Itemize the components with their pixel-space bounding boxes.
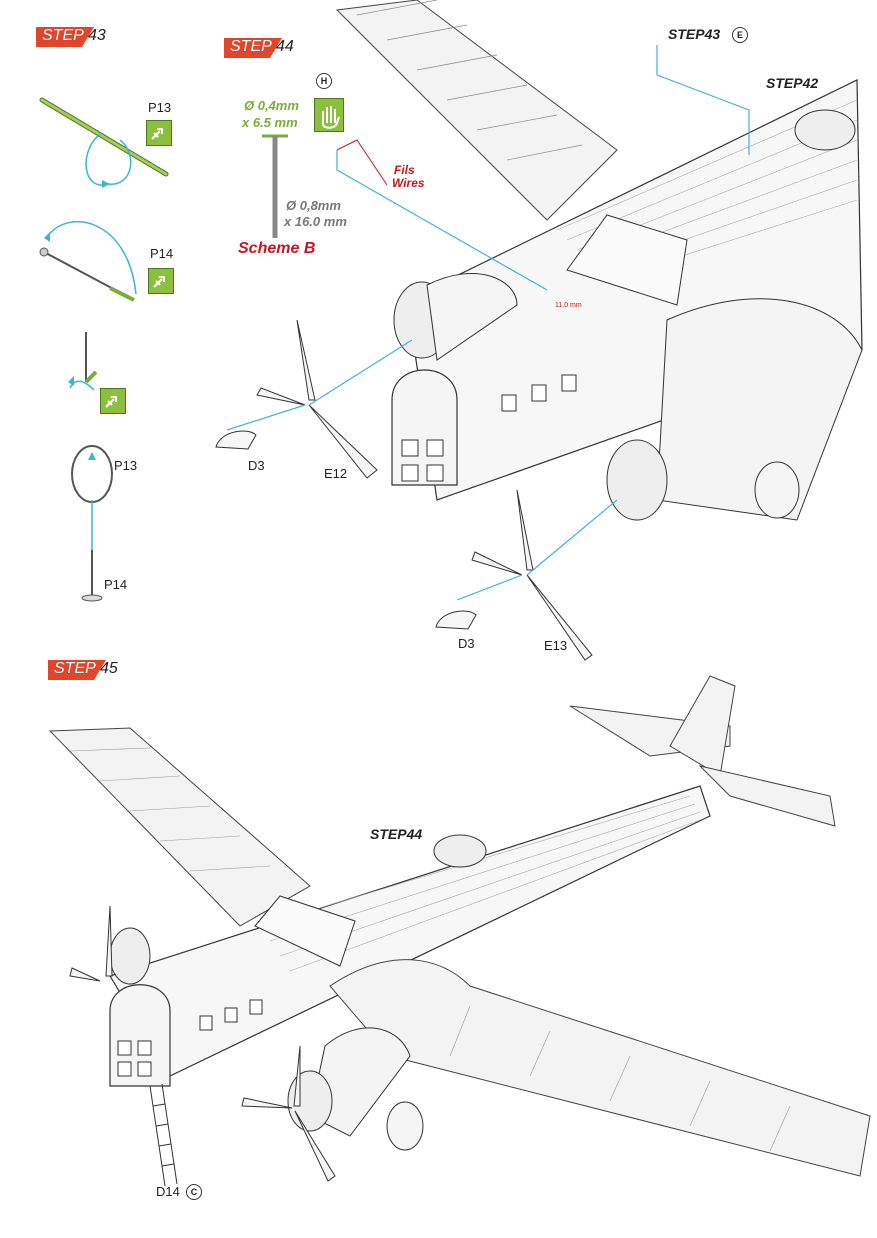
ring-assembly-diagram: [71, 445, 113, 602]
step-label: STEP: [42, 27, 84, 44]
part-label-p14: P14: [104, 577, 128, 592]
photoetch-bar-p13: [39, 97, 169, 188]
step-44-header: STEP 44: [224, 38, 314, 58]
step-flag-icon: [224, 38, 282, 58]
part-label-p14: P14: [150, 246, 174, 261]
part-label-e13: E13: [544, 638, 568, 653]
part-label-d3: D3: [458, 636, 475, 651]
step-43-header: STEP 43: [36, 27, 126, 47]
fils-label: Fils: [394, 163, 415, 177]
part-label-d14: D14: [156, 1184, 180, 1199]
step-45-header: STEP 45: [48, 660, 138, 680]
step-number: 44: [276, 38, 294, 55]
part-label-p13: P13: [114, 458, 138, 473]
wire-spec-thin-length: x 6.5 mm: [242, 115, 298, 130]
dimension-label: 11.0 mm: [555, 302, 582, 309]
paint-badge-c: C: [186, 1184, 202, 1200]
hand-icon: [314, 98, 344, 132]
wire-spec-thick-diameter: Ø 0,8mm: [286, 198, 341, 213]
step-number: 43: [88, 27, 106, 44]
bend-detail-diagram: [68, 332, 98, 391]
bend-arrow-icon: [146, 120, 172, 146]
wire-scheme-diagram: [262, 134, 288, 238]
paint-badge-e: E: [732, 27, 748, 43]
part-label-p13: P13: [148, 100, 172, 115]
step-label: STEP: [54, 660, 96, 677]
step-flag-icon: [36, 27, 94, 47]
step-label: STEP: [230, 38, 272, 55]
aircraft-full-drawing: [48, 675, 871, 1187]
aircraft-nose-detail-drawing: [226, 0, 863, 661]
ref-step43: STEP43: [668, 26, 721, 42]
step-number: 45: [100, 660, 118, 677]
spinner-part-d3: [435, 610, 477, 630]
scheme-b-label: Scheme B: [238, 240, 316, 257]
wire-spec-thin-diameter: Ø 0,4mm: [244, 98, 299, 113]
part-group-badge-h: H: [316, 73, 332, 89]
part-label-d3: D3: [248, 458, 265, 473]
wires-label: Wires: [392, 176, 425, 190]
wire-spec-thick-length: x 16.0 mm: [284, 214, 347, 229]
ref-step44: STEP44: [370, 826, 423, 842]
bend-arrow-icon: [148, 268, 174, 294]
ref-step42: STEP42: [766, 75, 819, 91]
step-flag-icon: [48, 660, 106, 680]
spinner-part-d3: [215, 430, 257, 450]
bend-arrow-icon: [100, 388, 126, 414]
part-label-e12: E12: [324, 466, 348, 481]
photoetch-rod-p14: [39, 221, 137, 302]
